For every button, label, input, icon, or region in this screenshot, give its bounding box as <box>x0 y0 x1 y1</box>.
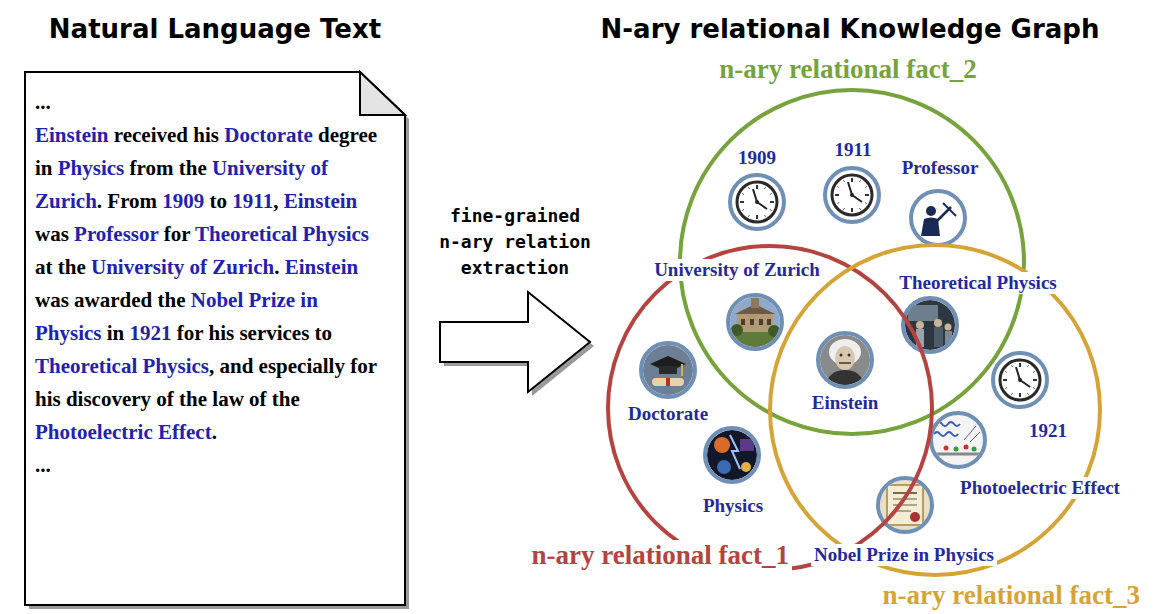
document-fold <box>360 72 405 115</box>
entity-text: Einstein <box>285 255 359 279</box>
document-box: ...Einstein received his Doctorate degre… <box>25 72 405 605</box>
doctorate-icon <box>641 343 695 397</box>
university-icon <box>728 295 782 349</box>
photoelectric-icon <box>931 413 985 467</box>
entity-text: Einstein <box>35 123 109 147</box>
body-text: was <box>35 222 69 246</box>
body-text: received his <box>114 123 219 147</box>
entity-text: 1921 <box>130 321 172 345</box>
physics-icon <box>705 428 759 482</box>
body-text: in <box>107 321 125 345</box>
body-text: at the <box>35 255 86 279</box>
body-text: for <box>164 222 190 246</box>
entity-label: Einstein <box>809 392 882 414</box>
body-text: to <box>210 189 228 213</box>
entity-text: Professor <box>74 222 158 246</box>
body-text: . <box>274 255 279 279</box>
body-text: from the <box>130 156 207 180</box>
ellipsis-line: ... <box>35 449 387 482</box>
entity-label: 1911 <box>832 139 875 161</box>
document-text: ...Einstein received his Doctorate degre… <box>35 86 387 482</box>
document-sheet <box>25 72 405 605</box>
entity-text: Doctorate <box>224 123 313 147</box>
body-text: for his services to <box>177 321 332 345</box>
body-text: . <box>212 420 217 444</box>
entity-label: 1909 <box>735 147 779 169</box>
fact-heading: n-ary relational fact_2 <box>716 54 979 85</box>
entity-text: Einstein <box>284 189 358 213</box>
body-text: . From <box>97 189 157 213</box>
entity-label: Photoelectric Effect <box>957 477 1123 499</box>
panel-title: N-ary relational Knowledge Graph <box>601 14 1100 45</box>
clock-icon <box>730 175 784 229</box>
entity-text: Theoretical Physics <box>195 222 369 246</box>
ellipsis-line: ... <box>35 86 387 119</box>
professor-icon <box>911 191 965 245</box>
entity-text: 1909 <box>162 189 204 213</box>
entity-label: University of Zurich <box>651 259 823 281</box>
fact-ring <box>770 245 1100 575</box>
entity-text: 1911 <box>232 189 273 213</box>
entity-text: Theoretical Physics <box>35 354 209 378</box>
fact-heading: n-ary relational fact_3 <box>880 580 1143 611</box>
entity-label: Theoretical Physics <box>896 272 1059 294</box>
block-arrow <box>440 292 594 396</box>
entity-text: University of Zurich <box>91 255 274 279</box>
panel-title: Natural Language Text <box>49 14 381 45</box>
einstein-icon <box>818 333 872 387</box>
arrow-label: fine-grained n-ary relation extraction <box>435 203 595 281</box>
clock-icon <box>825 168 879 222</box>
entity-label: Nobel Prize in Physics <box>811 544 997 566</box>
entity-text: Physics <box>58 156 125 180</box>
entity-label: Doctorate <box>625 403 711 425</box>
body-text: , <box>273 189 278 213</box>
entity-text: Photoelectric Effect <box>35 420 212 444</box>
entity-label: 1921 <box>1026 420 1070 442</box>
body-text: was awarded the <box>35 288 186 312</box>
nobel-diploma-icon <box>878 478 932 532</box>
fact-heading: n-ary relational fact_1 <box>529 540 792 571</box>
entity-label: Physics <box>700 495 766 517</box>
entity-label: Professor <box>899 157 982 179</box>
clock-icon <box>993 353 1047 407</box>
